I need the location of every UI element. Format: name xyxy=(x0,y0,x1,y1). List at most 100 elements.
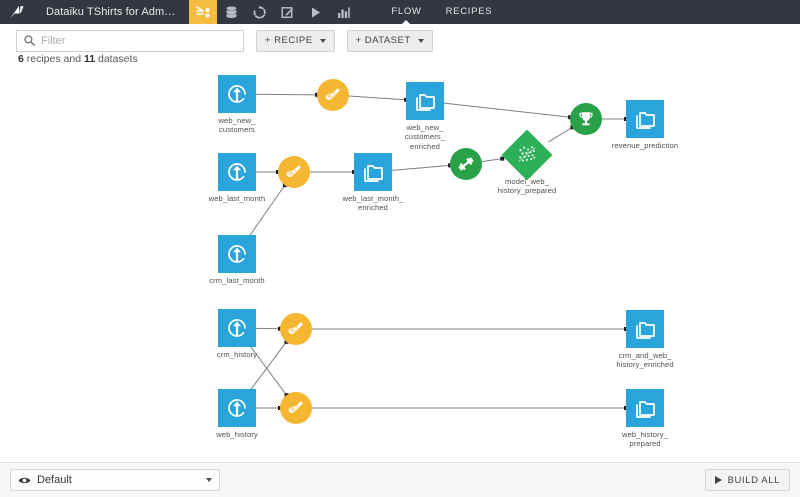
top-navigation-bar: Dataiku TShirts for Adm… xyxy=(0,0,800,24)
flow-node-label: crm_last_month xyxy=(209,276,265,285)
flow-node-label: crm_and_web_ history_enriched xyxy=(616,351,674,370)
broom-icon[interactable] xyxy=(278,156,310,188)
broom-icon[interactable] xyxy=(280,392,312,424)
dataset-count: 11 xyxy=(83,53,96,65)
recipes-word: recipes and xyxy=(23,53,84,65)
dumbbell-icon xyxy=(458,157,474,171)
tab-recipes[interactable]: RECIPES xyxy=(445,6,493,17)
sync-glyph-icon xyxy=(253,5,266,19)
folder-dataset-icon[interactable] xyxy=(626,100,664,138)
flow-edge-arrow xyxy=(500,156,505,161)
tab-flow[interactable]: FLOW xyxy=(379,0,433,24)
bar-chart-glyph-icon xyxy=(337,7,350,18)
flow-node-label: web_last_month xyxy=(208,194,266,203)
flow-edge xyxy=(391,164,451,171)
flow-glyph-icon xyxy=(196,5,210,17)
model-diamond-icon[interactable] xyxy=(501,129,553,181)
broom-icon[interactable] xyxy=(317,79,349,111)
build-all-label: BUILD ALL xyxy=(727,474,780,486)
model-diamond-icon xyxy=(518,146,536,162)
upload-dataset-icon xyxy=(228,245,246,263)
flow-edge xyxy=(481,158,503,163)
recipe-count: 6 xyxy=(18,53,24,65)
flow-summary-text: 6 recipes and 11 datasets xyxy=(18,53,138,65)
search-input[interactable] xyxy=(41,34,243,47)
add-recipe-button[interactable]: + RECIPE xyxy=(256,29,335,52)
flow-edge-layer xyxy=(247,92,628,410)
folder-dataset-icon[interactable] xyxy=(406,82,444,120)
flow-node-label: model_web_ history_prepared xyxy=(497,177,557,196)
add-dataset-label: + DATASET xyxy=(355,35,411,46)
flow-node-label: revenue_prediction xyxy=(611,141,679,150)
folder-dataset-icon[interactable] xyxy=(626,310,664,348)
project-title: Dataiku TShirts for Adm… xyxy=(46,6,176,18)
flow-node-label: web_new_ customers_ enriched xyxy=(404,123,446,151)
folder-dataset-icon xyxy=(364,165,383,182)
folder-dataset-icon[interactable] xyxy=(354,153,392,191)
flow-canvas[interactable]: web_new_ customers web_new_ customers_ e… xyxy=(0,68,800,462)
upload-dataset-icon xyxy=(228,85,246,103)
flow-icon[interactable] xyxy=(189,0,218,24)
eye-icon xyxy=(18,476,31,485)
trophy-icon xyxy=(579,112,593,126)
add-recipe-label: + RECIPE xyxy=(265,35,313,46)
edit-square-glyph-icon xyxy=(281,6,293,18)
datasets-icon[interactable] xyxy=(217,0,245,24)
flow-node-label: web_history xyxy=(216,430,258,439)
view-selector-label: Default xyxy=(37,474,72,486)
nav-icon-group xyxy=(189,0,357,24)
nav-tab-group: FLOW RECIPES xyxy=(379,0,504,24)
upload-dataset-icon xyxy=(228,319,246,337)
flow-edge xyxy=(548,126,573,143)
folder-dataset-icon[interactable] xyxy=(626,389,664,427)
chevron-down-icon xyxy=(417,38,424,43)
chevron-down-icon xyxy=(206,478,212,482)
folder-dataset-icon xyxy=(636,112,655,129)
database-glyph-icon xyxy=(226,6,237,18)
add-dataset-button[interactable]: + DATASET xyxy=(346,29,433,52)
flow-node-label: web_history_ prepared xyxy=(622,430,668,449)
upload-dataset-icon[interactable] xyxy=(218,75,256,113)
broom-icon[interactable] xyxy=(280,313,312,345)
flow-edge xyxy=(247,341,287,394)
play-icon xyxy=(714,476,722,484)
flow-bottom-bar: Default BUILD ALL xyxy=(0,462,800,497)
upload-dataset-icon xyxy=(228,163,246,181)
broom-icon xyxy=(286,165,301,177)
flow-edge xyxy=(348,95,407,101)
trophy-icon[interactable] xyxy=(570,103,602,135)
broom-icon xyxy=(325,88,340,100)
jobs-icon[interactable] xyxy=(301,0,329,24)
upload-dataset-icon[interactable] xyxy=(218,153,256,191)
recipes-icon[interactable] xyxy=(245,0,273,24)
flow-node-label: crm_history xyxy=(216,350,258,359)
flow-toolbar: + RECIPE + DATASET xyxy=(0,24,800,57)
view-selector[interactable]: Default xyxy=(10,469,220,491)
flow-edge xyxy=(247,342,287,396)
upload-dataset-icon[interactable] xyxy=(218,309,256,347)
broom-icon xyxy=(288,322,303,334)
flow-edge xyxy=(443,102,571,118)
upload-dataset-icon[interactable] xyxy=(218,235,256,273)
play-glyph-icon xyxy=(311,7,320,17)
charts-icon[interactable] xyxy=(329,0,357,24)
dataiku-logo[interactable] xyxy=(0,0,34,24)
folder-dataset-icon xyxy=(416,94,435,111)
chevron-down-icon xyxy=(319,38,326,43)
magnifier-glyph-icon xyxy=(23,35,35,46)
broom-icon xyxy=(288,401,303,413)
flow-node-label: web_last_month_ enriched xyxy=(342,194,404,213)
eye-glyph-icon xyxy=(18,477,31,483)
search-box[interactable] xyxy=(16,29,244,52)
upload-dataset-icon xyxy=(228,399,246,417)
upload-dataset-icon[interactable] xyxy=(218,389,256,427)
search-icon xyxy=(17,35,41,46)
model-inner xyxy=(516,144,538,166)
notebooks-icon[interactable] xyxy=(273,0,301,24)
dataiku-logo-icon xyxy=(10,5,24,18)
flow-edge xyxy=(247,184,286,239)
build-all-button[interactable]: BUILD ALL xyxy=(704,469,790,491)
folder-dataset-icon xyxy=(636,322,655,339)
flow-edge xyxy=(255,93,318,96)
dumbbell-icon[interactable] xyxy=(450,148,482,180)
